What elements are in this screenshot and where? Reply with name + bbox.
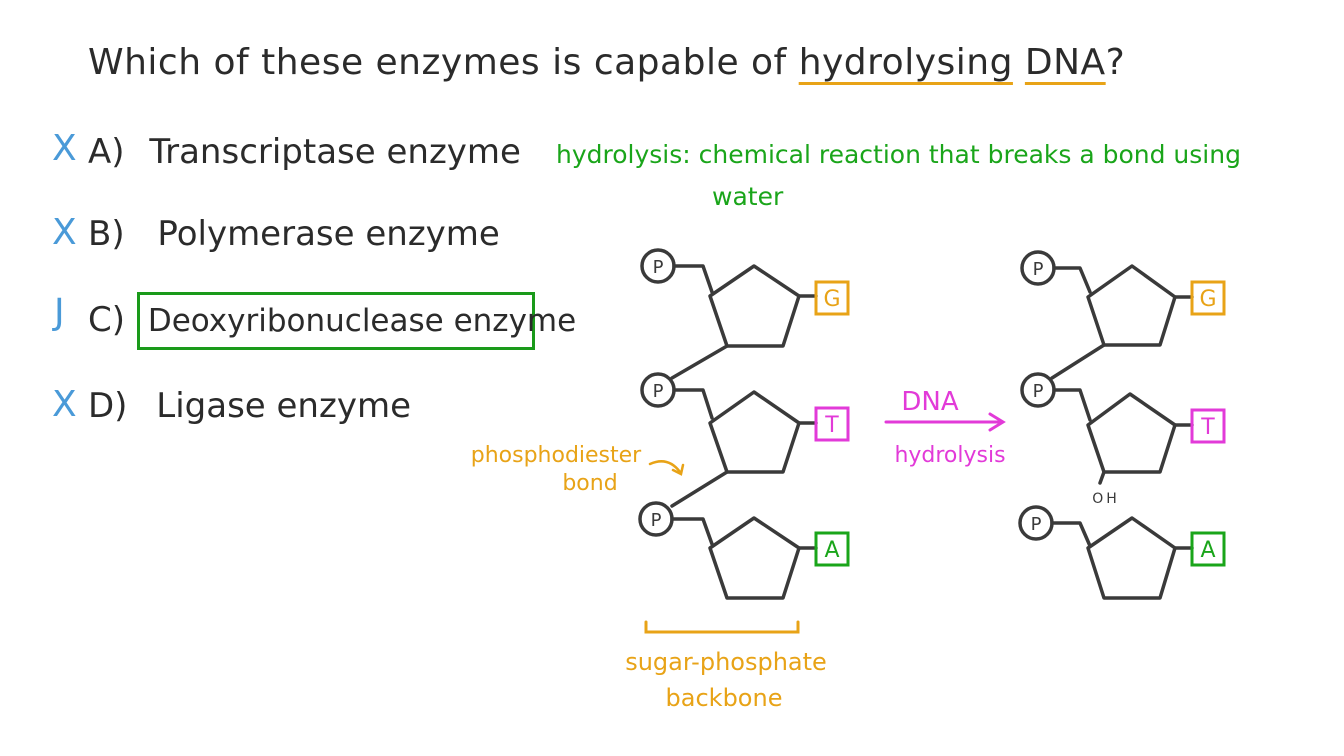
base-g-label: G [823,287,840,312]
base-g-box [814,280,850,316]
base-t-label: T [824,413,839,438]
phosphate-sugar-bond [670,517,714,546]
phosphodiester-pointer-arrow [648,460,682,474]
phosphate-sugar-bond [672,264,714,294]
option-c-text: Deoxyribonuclease enzyme [147,303,577,339]
option-b-letter: B) [88,214,125,254]
phosphate-label: P [1033,259,1044,280]
sugar-pentagon [708,516,801,600]
definition-line-2: water [712,182,784,211]
base-g-box [1190,280,1226,316]
wrong-mark-b: X [52,212,77,253]
option-c[interactable]: C) Deoxyribonuclease enzyme [88,300,576,340]
sugar-pentagon [1086,516,1177,600]
base-a-box [814,531,850,567]
phosphodiester-bond [1050,343,1106,380]
option-a-text: Transcriptase enzyme [149,132,521,172]
question-highlight-dna: DNA [1024,42,1106,83]
bond-label: bond [562,471,617,496]
phosphate-label: P [1033,381,1044,402]
correct-mark-c: J [54,292,65,333]
base-g-label: G [1199,287,1216,312]
hydroxyl-label: OH [1092,491,1120,507]
phosphate-sugar-bond [1050,521,1092,548]
phosphodiester-bond [670,470,729,508]
phosphodiester-bond [670,344,729,380]
phosphate-label: P [651,510,662,531]
correct-answer-box [137,292,535,350]
question-text: Which of these enzymes is capable of hyd… [88,42,1125,83]
backbone-bracket [644,620,800,634]
arrow-label-dna: DNA [901,387,958,417]
base-t-box [1190,408,1226,444]
backbone-label-line2: backbone [666,684,783,712]
phosphate-label: P [1031,514,1042,535]
definition-line-1: hydrolysis: chemical reaction that break… [556,140,1241,169]
question-prefix: Which of these enzymes is capable of [88,42,799,83]
option-a-letter: A) [88,132,125,172]
phosphate-label: P [653,257,664,278]
option-b-text: Polymerase enzyme [157,214,500,254]
option-c-letter: C) [88,300,126,340]
hydroxyl-bond [1098,470,1106,485]
phosphate-sugar-bond [1052,388,1092,422]
base-a-box [1190,531,1226,567]
arrow-label-hydrolysis: hydrolysis [894,443,1005,468]
question-highlight-hydrolysing: hydrolysing [798,42,1013,83]
phosphate-label: P [653,381,664,402]
phosphodiester-label: phosphodiester [471,443,642,468]
base-t-label: T [1200,415,1215,440]
sugar-pentagon [1086,264,1177,347]
option-d[interactable]: D) Ligase enzyme [88,386,411,426]
base-a-label: A [1200,538,1215,563]
question-mark: ? [1105,42,1126,83]
base-t-box [814,406,850,442]
reaction-arrowhead [988,412,1006,432]
phosphate-sugar-bond [672,388,714,420]
option-a[interactable]: A) Transcriptase enzyme [88,132,521,172]
option-b[interactable]: B) Polymerase enzyme [88,214,500,254]
sugar-pentagon [1086,392,1177,474]
sugar-pentagon [708,390,801,474]
phosphodiester-pointer-head [671,463,685,476]
wrong-mark-d: X [52,384,77,425]
option-d-letter: D) [88,386,128,426]
wrong-mark-a: X [52,128,77,169]
phosphate-sugar-bond [1052,266,1092,294]
option-d-text: Ligase enzyme [156,386,411,426]
sugar-pentagon [708,264,801,348]
backbone-label-line1: sugar-phosphate [625,648,827,676]
base-a-label: A [824,538,839,563]
